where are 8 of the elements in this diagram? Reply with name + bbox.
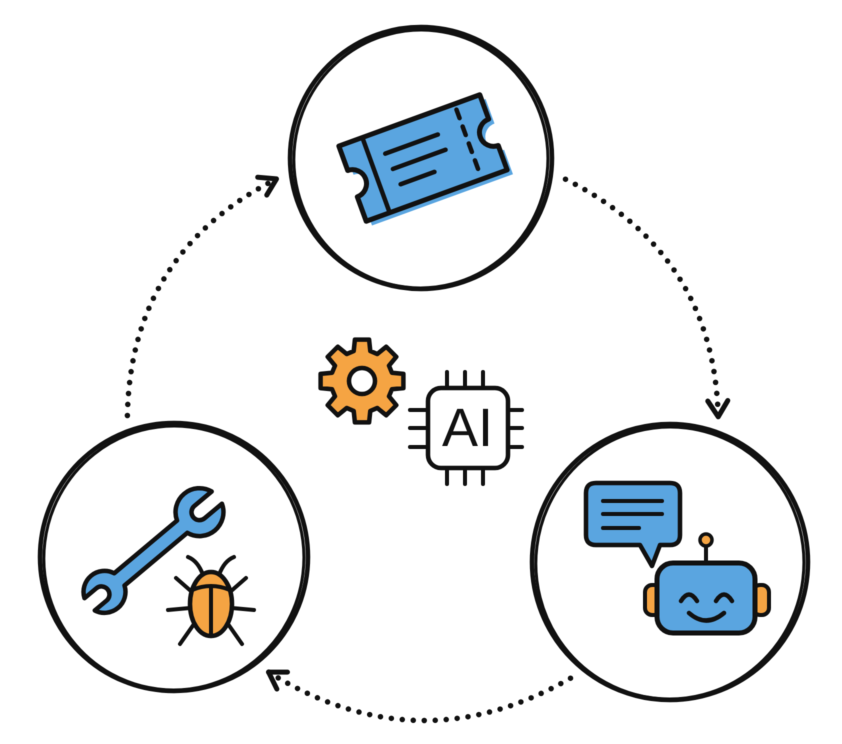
- microchip-box: [408, 370, 524, 486]
- step-circle: [36, 419, 312, 695]
- step-circle: [286, 23, 556, 293]
- step-circle: [528, 420, 812, 704]
- chip-label: AI: [442, 401, 494, 455]
- dotted-arrow: [562, 176, 730, 420]
- dotted-arrow: [124, 175, 280, 418]
- dotted-arrow: [266, 668, 574, 724]
